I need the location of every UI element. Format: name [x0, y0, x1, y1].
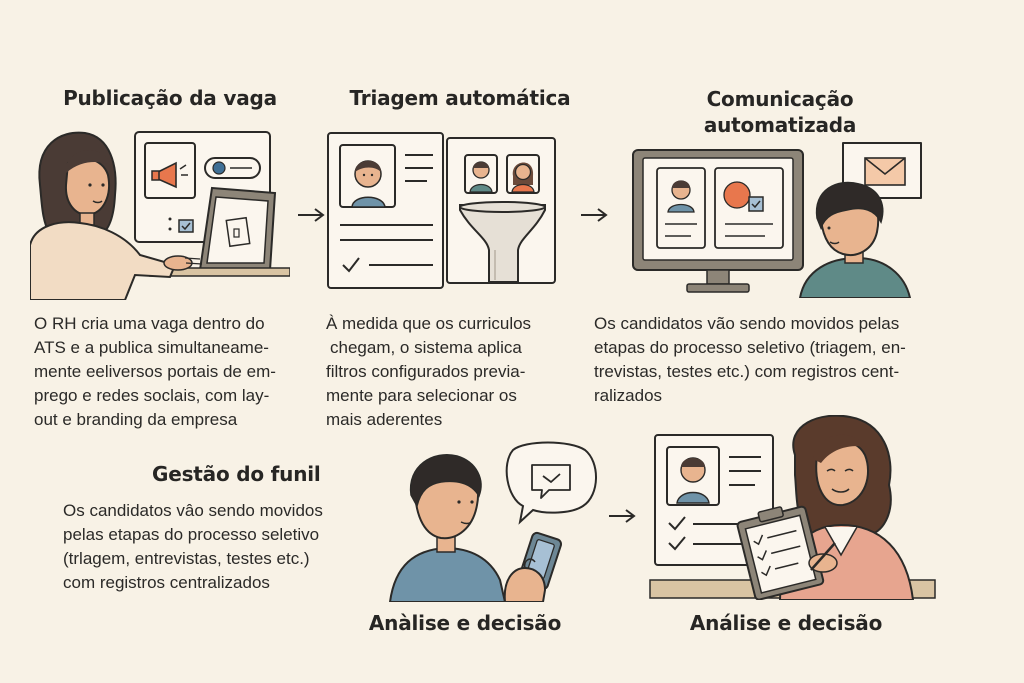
description-line: trevistas, testes etc.) com registros ce… — [594, 362, 900, 381]
description-line: Os candidatos vão sendo movidos pelas — [594, 314, 900, 333]
chat-icon — [531, 464, 571, 499]
arrow-right-icon — [609, 509, 636, 523]
step-5-title-line: Anàlise e decisão — [368, 611, 562, 635]
description-line: Os candidatos vâo sendo movidos — [63, 501, 323, 520]
step-1-illustration — [30, 125, 290, 300]
description-line: mente para selecionar os — [326, 386, 517, 405]
description-line: mais aderentes — [326, 410, 443, 429]
description-line: pelas etapas do processo seletivo — [63, 525, 320, 544]
step-2-title-line: Triagem automática — [349, 86, 571, 110]
step-5-illustration — [385, 440, 625, 602]
step-3-title: Comunicação automatizada — [650, 86, 910, 138]
arrow-1 — [297, 208, 325, 222]
description-line: O RH cria uma vaga dentro do — [34, 314, 265, 333]
arrow-3 — [608, 509, 636, 523]
step-3-title-line: Comunicação — [706, 87, 854, 111]
description-line: chegam, o sistema aplica — [330, 338, 522, 357]
arrow-right-icon — [581, 208, 608, 222]
description-line: filtros configurados previa- — [326, 362, 526, 381]
megaphone-icon — [151, 161, 188, 189]
step-4-title-line: Gestão do funil — [152, 462, 321, 486]
step-1-description: O RH cria uma vaga dentro do ATS e a pub… — [34, 312, 296, 432]
description-line: ATS e a publica simultaneame- — [34, 338, 269, 357]
arrow-right-icon — [298, 208, 325, 222]
description-line: (trlagem, entrevistas, testes etc.) — [63, 549, 310, 568]
description-line: ralizados — [594, 386, 663, 405]
step-4-description: Os candidatos vâo sendo movidos pelas et… — [63, 499, 373, 595]
step-1-title: Publicação da vaga — [40, 86, 300, 110]
step-4-title: Gestão do funil — [115, 462, 355, 486]
step-6-title-line: Análise e decisão — [689, 611, 883, 635]
step-6-title: Análise e decisão — [666, 611, 906, 635]
description-line: mente eeliversos portais de em- — [34, 362, 276, 381]
step-6-illustration — [645, 415, 945, 600]
step-2-title: Triagem automática — [330, 86, 590, 110]
envelope-icon — [864, 157, 906, 186]
step-3-description: Os candidatos vão sendo movidos pelas et… — [594, 312, 934, 408]
description-line: prego e redes soclais, com lay- — [34, 386, 270, 405]
step-2-illustration — [325, 130, 560, 295]
arrow-2 — [580, 208, 608, 222]
step-2-description: À medida que os curriculos chegam, o sis… — [326, 312, 576, 432]
step-3-title-line: automatizada — [703, 113, 857, 137]
step-5-title: Anàlise e decisão — [345, 611, 585, 635]
description-line: À medida que os curriculos — [326, 314, 532, 333]
description-line: out e branding da empresa — [34, 410, 238, 429]
funnel-icon — [459, 201, 546, 283]
description-line: etapas do processo seletivo (triagem, en… — [594, 338, 906, 357]
description-line: com registros centralizados — [63, 573, 270, 592]
step-1-title-line: Publicação da vaga — [63, 86, 277, 110]
step-3-illustration — [625, 140, 925, 298]
